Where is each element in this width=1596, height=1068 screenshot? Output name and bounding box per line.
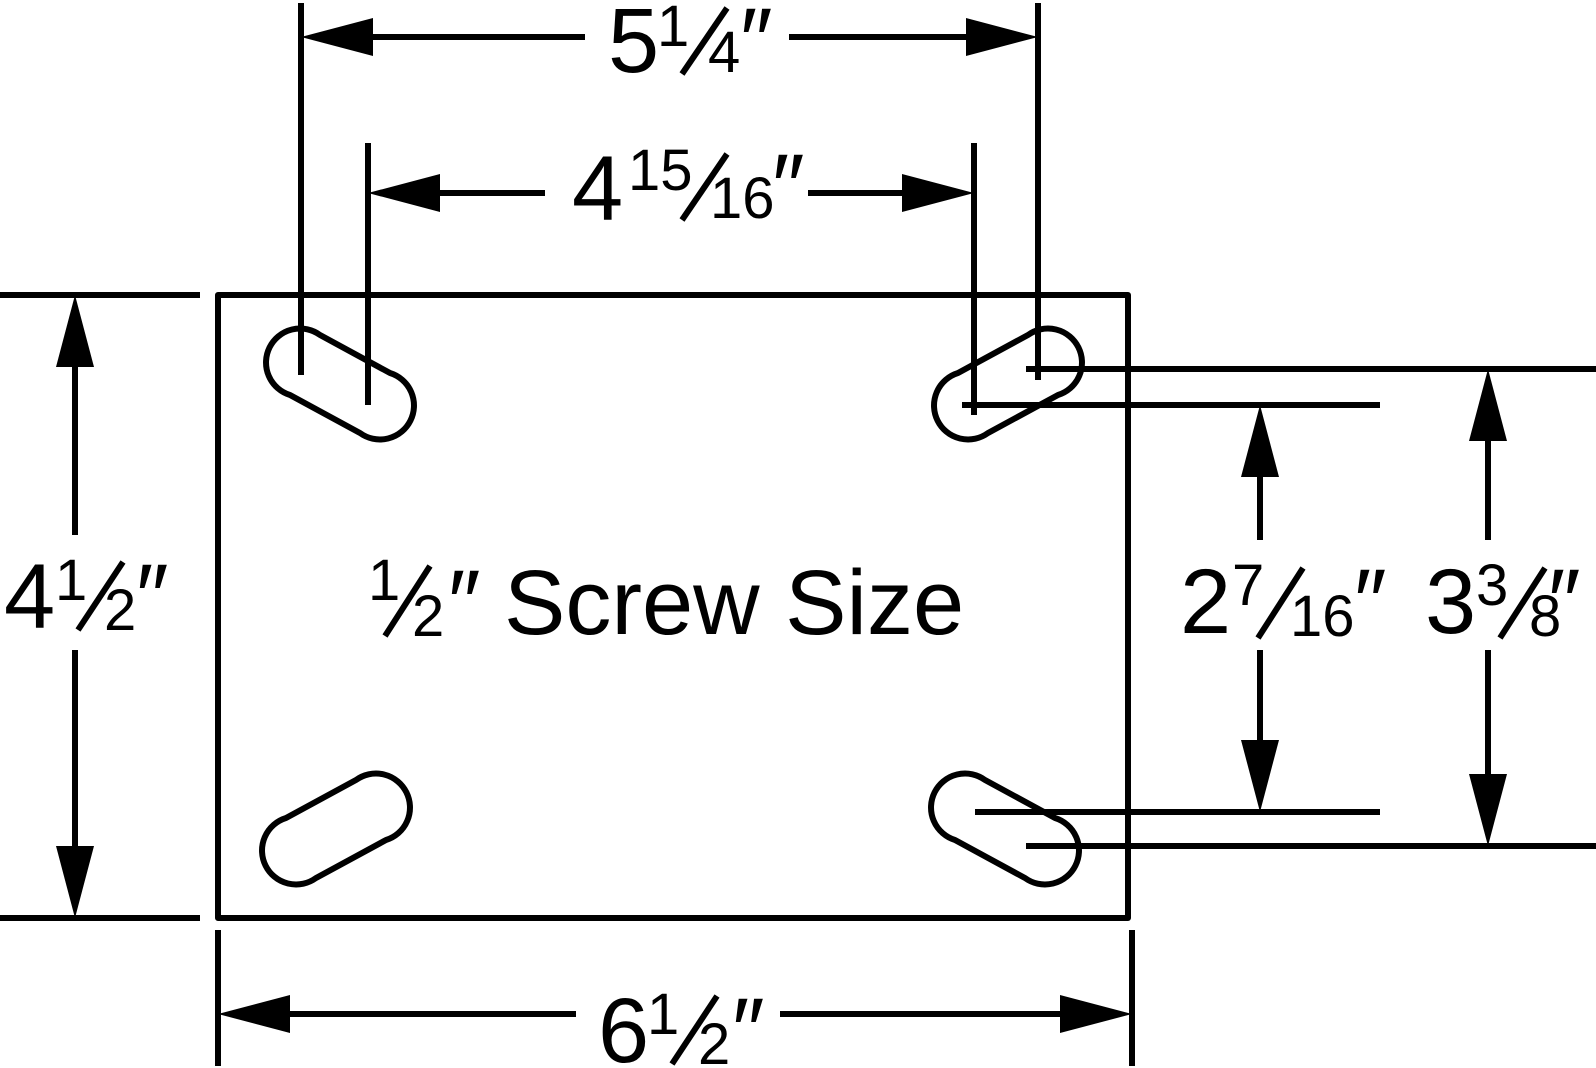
dim-top-outer-whole: 5 [608, 0, 659, 92]
arrowhead-left [301, 18, 373, 56]
dim-top-outer-den: 4 [708, 20, 740, 85]
screw-size-den: 2 [412, 584, 444, 649]
inch-mark: ″ [1548, 551, 1581, 653]
arrowhead-left [368, 174, 440, 212]
arrowhead-right [1060, 995, 1132, 1033]
dim-bottom-den: 2 [698, 1012, 730, 1068]
arrowhead-left [218, 995, 290, 1033]
dim-bottom-whole: 6 [598, 980, 649, 1068]
fraction-slash [1497, 566, 1548, 640]
dim-top-inner-whole: 4 [572, 138, 623, 240]
arrowhead-up [56, 295, 94, 367]
slot-bottom-right [928, 770, 1082, 888]
screw-size-text: Screw Size [504, 552, 964, 654]
extension-lines [0, 3, 1596, 1066]
arrowhead-down [1469, 774, 1507, 846]
dim-right-inner-num: 7 [1232, 553, 1264, 618]
dim-right-inner: 2 7 16 ″ [1180, 405, 1387, 812]
screw-size-label: 1 2 ″ Screw Size [368, 548, 964, 654]
dim-left: 4 1 2 ″ [4, 295, 169, 918]
arrowhead-up [1469, 369, 1507, 441]
fraction-slash [679, 6, 730, 76]
fraction-slash [382, 564, 433, 638]
arrowhead-down [1241, 740, 1279, 812]
dim-left-num: 1 [55, 548, 87, 613]
arrowhead-right [966, 18, 1038, 56]
fraction-slash [679, 152, 730, 222]
dim-right-outer: 3 3 8 ″ [1425, 369, 1581, 846]
slot-top-left [263, 325, 417, 443]
dim-right-inner-den: 16 [1290, 584, 1355, 649]
inch-mark: ″ [740, 0, 773, 92]
inch-mark: ″ [448, 552, 481, 654]
dim-right-inner-whole: 2 [1180, 551, 1231, 653]
fraction-slash [1255, 566, 1306, 640]
dim-top-inner-den: 16 [710, 166, 775, 231]
dim-bottom: 6 1 2 ″ [218, 980, 1132, 1068]
screw-size-num: 1 [368, 548, 400, 613]
dim-top-outer-num: 1 [657, 0, 689, 59]
arrowhead-up [1241, 405, 1279, 477]
dim-left-whole: 4 [4, 546, 55, 648]
dim-top-outer: 5 1 4 ″ [301, 0, 1038, 92]
dim-top-inner-num: 15 [628, 138, 693, 203]
slot-bottom-left [259, 770, 413, 888]
dim-bottom-num: 1 [647, 982, 679, 1047]
dim-top-inner: 4 15 16 ″ [368, 136, 974, 240]
plate-outline [215, 292, 1131, 921]
inch-mark: ″ [136, 546, 169, 648]
fraction-slash [669, 994, 720, 1066]
inch-mark: ″ [1354, 551, 1387, 653]
dim-right-outer-whole: 3 [1425, 551, 1476, 653]
dim-right-outer-den: 8 [1529, 584, 1561, 649]
fraction-slash [75, 560, 126, 632]
slot-top-right [931, 325, 1085, 443]
dim-left-den: 2 [104, 578, 136, 643]
arrowhead-down [56, 846, 94, 918]
dim-right-outer-num: 3 [1476, 553, 1508, 618]
arrowhead-right [902, 174, 974, 212]
inch-mark: ″ [732, 980, 765, 1068]
inch-mark: ″ [772, 136, 805, 238]
